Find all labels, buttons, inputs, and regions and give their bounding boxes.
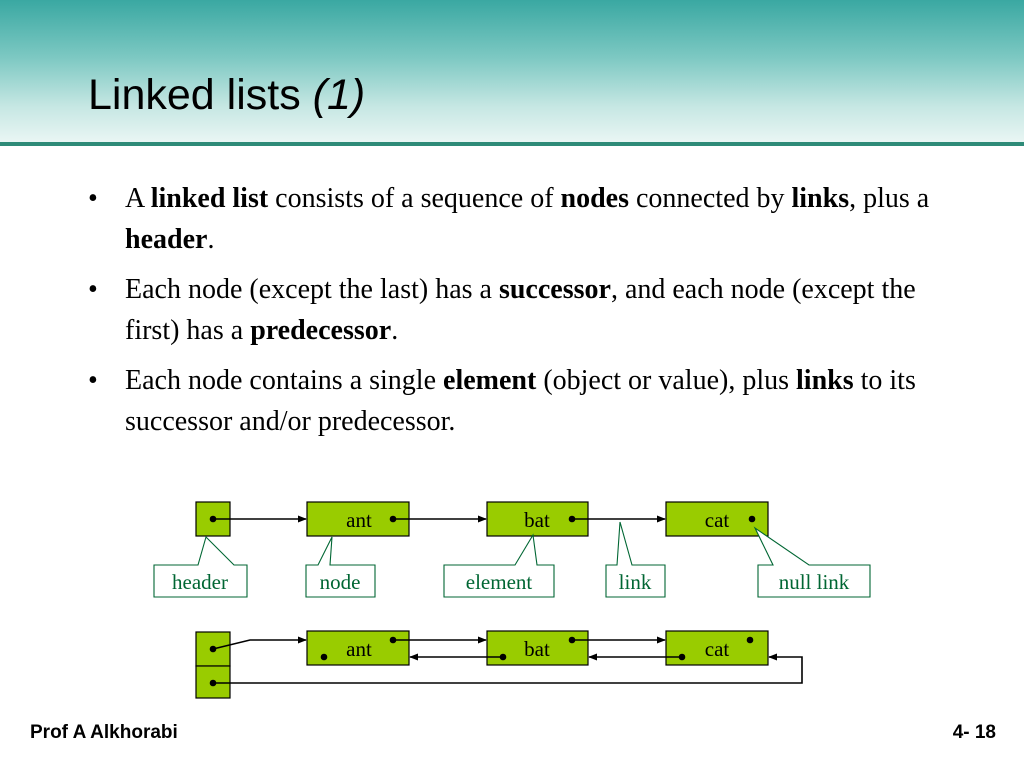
text-run: , and each node (except the first) has a [125,274,916,346]
callout-labels: header node element link null link [172,570,850,594]
node-element: cat [705,637,730,661]
predecessor-dot [320,653,328,661]
null-link-dot [746,636,754,644]
bullet-item: • A linked list consists of a sequence of… [88,178,958,260]
bullet-list: • A linked list consists of a sequence of… [88,178,958,451]
header-callout-box [153,535,248,598]
bold-term: links [791,183,850,214]
bullet-text: A linked list consists of a sequence of … [125,183,929,255]
bullet-dot: • [88,183,98,214]
text-run: . [207,224,215,255]
text-run: (object or value), plus [536,365,797,396]
title-divider [0,142,1024,146]
text-run: Each node contains a single [125,365,444,396]
text-run: to its successor and/or predecessor. [125,365,916,437]
header-last-box [195,665,231,699]
node-element: ant [346,508,372,532]
element-callout-label: element [466,570,533,594]
text-run: connected by [629,183,792,214]
first-link-arrow [212,636,307,650]
bold-term: nodes [560,183,629,214]
text-run: , plus a [849,183,930,214]
null-link-callout-box [753,526,871,598]
null-link-callout-label: null link [779,570,850,594]
text-run: consists of a sequence of [268,183,561,214]
bullet-text: Each node contains a single element (obj… [125,365,916,437]
title-band [0,0,1024,142]
slide-title-suffix: (1) [312,71,366,119]
header-callout-label: header [172,570,228,594]
bold-term: element [443,365,537,396]
text-run: A [125,183,151,214]
last-link-arrow [213,653,803,684]
null-link-dot [748,515,756,523]
bold-term: header [125,224,208,255]
singly-linked-list: ant bat cat [195,501,769,537]
bullet-item: • Each node (except the last) has a succe… [88,269,958,351]
node-element: cat [705,508,730,532]
bullet-text: Each node (except the last) has a succes… [125,274,916,346]
slide-title-text: Linked lists [88,71,301,119]
footer-page-number: 4- 18 [952,722,996,743]
node-element: ant [346,637,372,661]
text-run: . [391,315,399,346]
bold-term: predecessor [250,315,392,346]
doubly-linked-list: ant bat cat [195,630,803,699]
bullet-dot: • [88,274,98,305]
link-callout-label: link [619,570,652,594]
callouts [153,521,871,598]
text-run: Each node (except the last) has a [125,274,499,305]
node-element: bat [524,637,550,661]
node-element: bat [524,508,550,532]
bullet-item: • Each node contains a single element (ob… [88,360,958,442]
element-callout-box [443,533,555,598]
bold-term: successor [498,274,611,305]
bullet-dot: • [88,365,98,396]
slide-title: Linked lists (1) [88,74,365,117]
node-callout-label: node [320,570,361,594]
bold-term: links [796,365,854,396]
link-callout-box [605,521,666,598]
bold-term: linked list [150,183,269,214]
node-callout-box [305,536,376,598]
footer-author: Prof A Alkhorabi [30,722,178,743]
